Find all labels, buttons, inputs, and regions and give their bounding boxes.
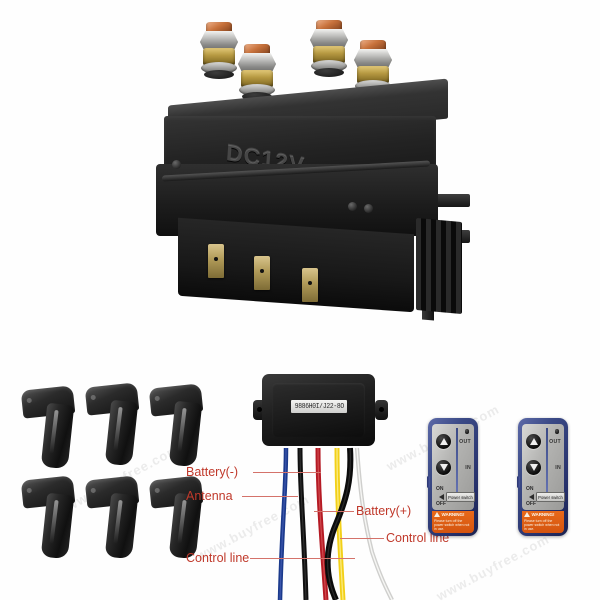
lid-screw bbox=[348, 202, 357, 211]
spade-terminal-3 bbox=[302, 268, 318, 302]
receiver-housing: 9886H0I/J22-8O bbox=[262, 374, 375, 446]
arrow-up-icon bbox=[439, 438, 448, 445]
receiver-serial-label: 9886H0I/J22-8O bbox=[291, 400, 347, 413]
power-switch-text: Power switch bbox=[448, 494, 473, 500]
remote-label-on: ON bbox=[436, 486, 444, 492]
remote-face-divider bbox=[456, 428, 458, 502]
rubber-terminal-boot bbox=[20, 385, 78, 470]
remote-label-on: ON bbox=[526, 486, 534, 492]
rubber-terminal-boot bbox=[84, 382, 142, 467]
callout-control-line-left: Control line bbox=[186, 551, 250, 565]
red-wire bbox=[315, 447, 329, 600]
power-switch-arrow-icon bbox=[439, 493, 444, 500]
receiver-mount-ear-right bbox=[375, 400, 388, 420]
brass-nut-icon bbox=[241, 70, 273, 88]
blue-wire bbox=[277, 447, 289, 600]
arrow-up-icon bbox=[529, 438, 538, 445]
power-switch-callout: Power switch bbox=[446, 492, 475, 502]
remote-in-button[interactable] bbox=[526, 460, 541, 475]
leader-line-control-line-right bbox=[340, 538, 384, 539]
warning-header: WARNING! bbox=[434, 512, 465, 517]
brass-nut-icon bbox=[203, 48, 235, 66]
stud-base-icon bbox=[204, 70, 234, 79]
black-wire-thin bbox=[297, 447, 309, 600]
warning-title: WARNING! bbox=[441, 512, 465, 517]
remote-label-in: IN bbox=[465, 465, 471, 471]
remote-face-divider bbox=[546, 428, 548, 502]
warning-header: WARNING! bbox=[524, 512, 555, 517]
warning-body: Please turn off the power switch when no… bbox=[524, 518, 560, 532]
remote-label-out: OUT bbox=[459, 439, 471, 445]
leader-line-antenna bbox=[242, 496, 298, 497]
lid-screw bbox=[364, 204, 373, 213]
warning-triangle-icon bbox=[524, 512, 530, 517]
hex-nut-steel-icon bbox=[354, 49, 392, 71]
warning-title: WARNING! bbox=[531, 512, 555, 517]
callout-antenna: Antenna bbox=[186, 489, 233, 503]
receiver-serial-text: 9886H0I/J22-8O bbox=[294, 402, 344, 411]
watermark: www.buyfree.com bbox=[433, 531, 552, 604]
warning-panel: WARNING! Please turn off the power switc… bbox=[522, 511, 564, 533]
warning-triangle-icon bbox=[434, 512, 440, 517]
yellow-wire bbox=[334, 447, 346, 600]
remote-label-off: OFF bbox=[436, 501, 446, 507]
rubber-terminal-boot bbox=[148, 383, 206, 468]
leader-line-battery-pos bbox=[314, 511, 354, 512]
remote-out-button[interactable] bbox=[526, 434, 541, 449]
power-switch-text: Power switch bbox=[538, 494, 563, 500]
mounting-bracket-tab-top bbox=[428, 194, 470, 207]
warning-panel: WARNING! Please turn off the power switc… bbox=[432, 511, 474, 533]
spade-terminal-2 bbox=[254, 256, 270, 290]
remote-label-in: IN bbox=[555, 465, 561, 471]
callout-battery-positive: Battery(+) bbox=[356, 504, 412, 518]
led-indicator-icon bbox=[464, 429, 469, 434]
warning-body: Please turn off the power switch when no… bbox=[434, 518, 470, 532]
brass-nut-icon bbox=[357, 66, 389, 84]
black-wire-thick bbox=[324, 447, 354, 600]
remote-label-off: OFF bbox=[526, 501, 536, 507]
power-switch-arrow-icon bbox=[529, 493, 534, 500]
stud-base-icon bbox=[314, 68, 344, 77]
wireless-remote-1[interactable]: OUT IN ON OFF Power switch WARNING! Plea… bbox=[426, 418, 478, 536]
rubber-terminal-boot bbox=[84, 475, 142, 560]
spade-terminal-1 bbox=[208, 244, 224, 278]
remote-faceplate: OUT IN ON OFF Power switch bbox=[522, 424, 565, 510]
remote-in-button[interactable] bbox=[436, 460, 451, 475]
remote-side-button[interactable] bbox=[516, 476, 520, 488]
rubber-terminal-boot bbox=[20, 475, 78, 560]
lid-screw bbox=[172, 160, 181, 169]
leader-line-battery-neg bbox=[253, 472, 321, 473]
brass-nut-icon bbox=[313, 46, 345, 64]
remote-label-out: OUT bbox=[549, 439, 561, 445]
led-indicator-icon bbox=[554, 429, 559, 434]
remote-faceplate: OUT IN ON OFF Power switch bbox=[432, 424, 475, 510]
winch-solenoid-contactor: DC12V bbox=[150, 18, 480, 328]
power-switch-callout: Power switch bbox=[536, 492, 565, 502]
heat-sink-fins bbox=[416, 217, 462, 315]
remote-out-button[interactable] bbox=[436, 434, 451, 449]
arrow-down-icon bbox=[439, 464, 448, 471]
arrow-down-icon bbox=[529, 464, 538, 471]
callout-battery-negative: Battery(-) bbox=[186, 465, 239, 479]
remote-side-button[interactable] bbox=[426, 476, 430, 488]
wireless-remote-2[interactable]: OUT IN ON OFF Power switch WARNING! Plea… bbox=[516, 418, 568, 536]
wireless-receiver-module: 9886H0I/J22-8O bbox=[253, 374, 388, 452]
hex-nut-steel-icon bbox=[200, 31, 238, 53]
hex-nut-steel-icon bbox=[238, 53, 276, 75]
white-wire bbox=[354, 447, 394, 600]
leader-line-control-line-left bbox=[250, 558, 355, 559]
hex-nut-steel-icon bbox=[310, 29, 348, 51]
